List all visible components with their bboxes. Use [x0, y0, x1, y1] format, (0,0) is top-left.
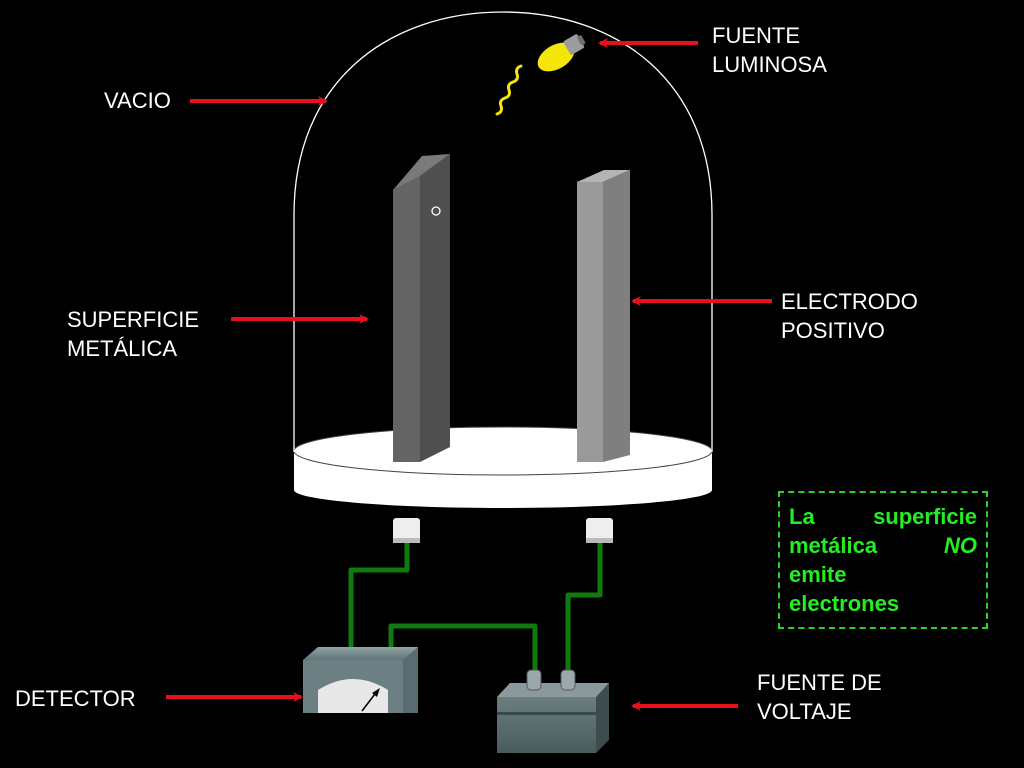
label-fuente-luminosa: FUENTE LUMINOSA: [712, 23, 827, 77]
light-bulb-icon: [495, 34, 586, 116]
label-electrodo-positivo: ELECTRODO POSITIVO: [781, 289, 918, 343]
electron-dot: [431, 206, 441, 216]
note-box: La superficie metálica NO emite electron…: [778, 491, 988, 629]
battery-terminal-left: [526, 669, 542, 691]
circuit-wires: [348, 543, 603, 670]
note-line-2: metálica NO: [789, 533, 977, 558]
battery-terminal-right: [560, 669, 576, 691]
note-line-4: electrones: [789, 591, 900, 616]
label-fuente-voltaje: FUENTE DE VOLTAJE: [757, 670, 882, 724]
label-arrows: [166, 38, 772, 711]
terminal-left: [393, 518, 420, 543]
positive-electrode-plate: [577, 170, 630, 462]
note-line-3: emite: [789, 562, 847, 587]
base-platform: [293, 426, 713, 508]
terminal-right: [586, 518, 613, 543]
vacuum-bell-jar: [293, 11, 713, 452]
note-line-1: La superficie: [789, 504, 977, 529]
metal-surface-plate: [393, 154, 450, 462]
label-vacio: VACIO: [104, 88, 171, 113]
label-detector: DETECTOR: [15, 686, 136, 711]
voltage-source-battery: [497, 669, 609, 753]
label-superficie-metalica: SUPERFICIE METÁLICA: [67, 307, 200, 361]
detector-meter: [303, 647, 418, 713]
